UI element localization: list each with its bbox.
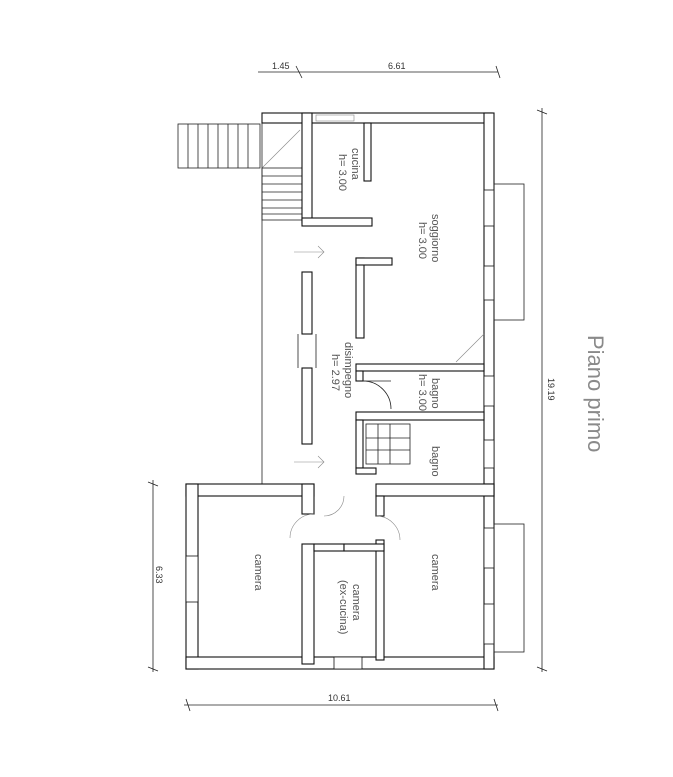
bagno-stair bbox=[365, 423, 411, 465]
cucina-window bbox=[315, 114, 355, 122]
door-arc-left bbox=[289, 513, 315, 539]
bagno1-top-wall bbox=[355, 363, 485, 372]
plan-title: Piano primo bbox=[583, 335, 608, 452]
label-cucina-height: h= 3.00 bbox=[336, 154, 348, 191]
label-soggiorno-height: h= 3.00 bbox=[416, 222, 428, 259]
outer-walls bbox=[185, 112, 495, 670]
dim-top-left: 1.45 bbox=[272, 61, 290, 71]
cucina-wall bbox=[363, 122, 372, 182]
label-soggiorno: soggiorno bbox=[429, 214, 441, 262]
room-labels: cucina h= 3.00 soggiorno h= 3.00 disimpe… bbox=[252, 148, 441, 634]
left-window bbox=[185, 555, 199, 603]
label-bagno-1: bagno bbox=[429, 378, 441, 409]
bagno-divider-wall bbox=[355, 411, 485, 421]
dim-bottom: 10.61 bbox=[328, 693, 351, 703]
dim-left: 6.33 bbox=[154, 566, 164, 584]
door-arc-center bbox=[323, 495, 345, 517]
external-stair bbox=[177, 123, 261, 169]
label-camera-left: camera bbox=[252, 554, 264, 592]
corridor-wall-2 bbox=[301, 367, 313, 445]
soggiorno-wall-v bbox=[355, 257, 365, 339]
label-bagno-2: bagno bbox=[429, 446, 441, 477]
dimension-lines bbox=[147, 65, 548, 712]
corridor-arrows bbox=[294, 245, 325, 469]
corridor-wall-1 bbox=[301, 271, 313, 335]
label-camera-right: camera bbox=[429, 554, 441, 592]
soggiorno-wall-h bbox=[355, 257, 393, 266]
label-camera-center: camera bbox=[350, 584, 362, 622]
bottom-window bbox=[333, 656, 363, 670]
label-disimpegno-height: h= 2.97 bbox=[329, 354, 341, 391]
right-windows bbox=[455, 183, 525, 653]
label-disimpegno: disimpegno bbox=[342, 342, 354, 398]
dim-top-right: 6.61 bbox=[388, 61, 406, 71]
door-arc-right bbox=[375, 515, 401, 541]
inner-stair bbox=[261, 129, 305, 221]
dim-right-total: 19.19 bbox=[546, 378, 556, 401]
label-camera-center-note: (ex-cucina) bbox=[337, 580, 349, 634]
label-bagno-1-height: h= 3.00 bbox=[416, 374, 428, 411]
label-cucina: cucina bbox=[349, 148, 361, 181]
